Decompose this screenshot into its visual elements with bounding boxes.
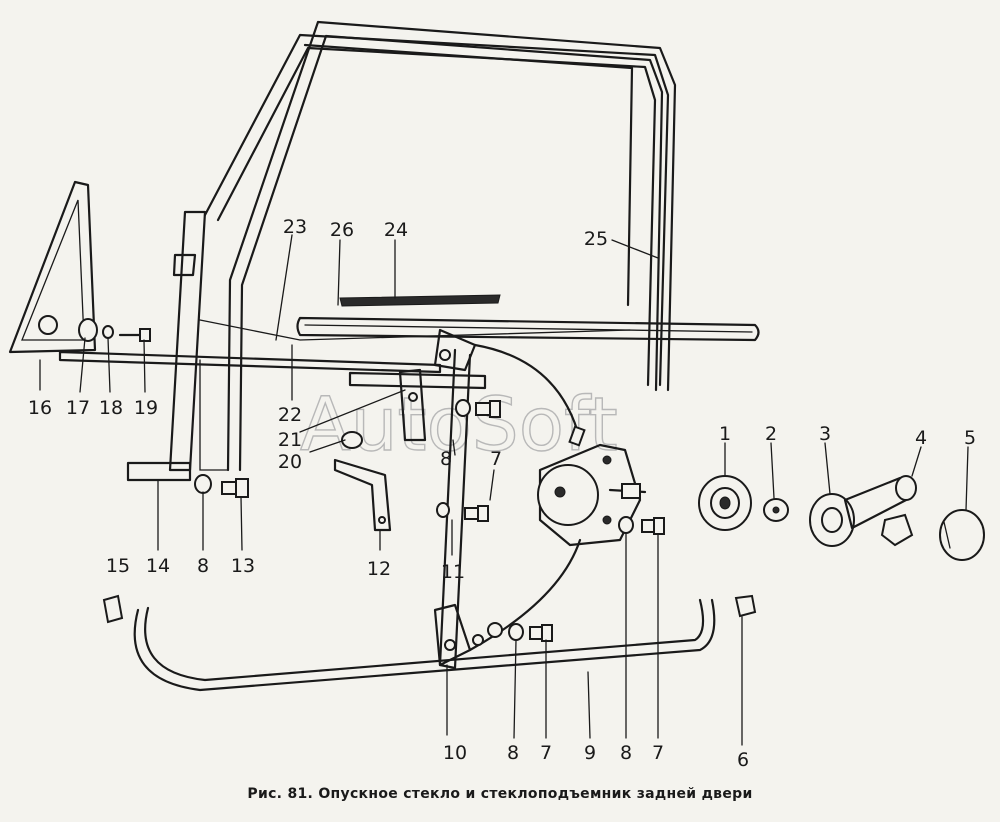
label-7a: 7 — [490, 448, 502, 470]
regulator-sleeve — [698, 475, 752, 531]
label-8c: 8 — [507, 742, 519, 764]
label-6: 6 — [737, 749, 749, 771]
leader-lines — [39, 234, 969, 746]
rail-fasteners — [436, 399, 501, 522]
clip-15 — [102, 594, 124, 624]
quarter-glass — [8, 180, 97, 354]
regulator-cable — [468, 343, 586, 652]
window-frame-seal — [199, 20, 677, 472]
part-labels: 1 2 3 4 5 6 7 7 7 8 8 8 8 9 10 11 12 13 … — [28, 216, 976, 771]
label-2: 2 — [765, 423, 777, 445]
handle-cap — [939, 509, 985, 561]
lower-door-seal — [133, 598, 716, 692]
clip-6 — [734, 594, 757, 618]
label-8b: 8 — [440, 448, 452, 470]
watermark-text: AutoSoft — [300, 382, 618, 468]
label-19: 19 — [134, 397, 158, 419]
label-16: 16 — [28, 397, 52, 419]
rear-guide-channel — [126, 210, 207, 482]
regulator-drive — [537, 443, 647, 547]
regulator-rail — [433, 328, 477, 670]
label-23: 23 — [283, 216, 307, 238]
label-14: 14 — [146, 555, 170, 577]
door-glass — [199, 294, 631, 341]
label-17: 17 — [66, 397, 90, 419]
spring-part — [763, 498, 789, 522]
window-crank-handle — [843, 475, 917, 547]
quarter-glass-fasteners — [78, 318, 151, 342]
label-4: 4 — [915, 427, 927, 449]
label-9: 9 — [584, 742, 596, 764]
label-22: 22 — [278, 404, 302, 426]
rubber-bumper — [341, 431, 363, 449]
label-10: 10 — [443, 742, 467, 764]
glass-lower-channel — [339, 294, 501, 307]
label-24: 24 — [384, 219, 408, 241]
figure-caption: Рис. 81. Опускное стекло и стеклоподъемн… — [247, 786, 753, 802]
label-7b: 7 — [540, 742, 552, 764]
label-21: 21 — [278, 429, 302, 451]
label-8a: 8 — [197, 555, 209, 577]
label-8d: 8 — [620, 742, 632, 764]
label-7c: 7 — [652, 742, 664, 764]
label-12: 12 — [367, 558, 391, 580]
drive-fasteners — [508, 516, 665, 642]
label-1: 1 — [719, 423, 731, 445]
handle-base — [809, 493, 855, 547]
label-11: 11 — [441, 561, 465, 583]
beltline-strip — [58, 316, 760, 374]
label-18: 18 — [99, 397, 123, 419]
mounting-bracket — [333, 458, 392, 532]
label-26: 26 — [330, 219, 354, 241]
lift-bracket — [348, 368, 487, 442]
label-15: 15 — [106, 555, 130, 577]
label-20: 20 — [278, 451, 302, 473]
label-13: 13 — [231, 555, 255, 577]
label-3: 3 — [819, 423, 831, 445]
label-5: 5 — [964, 427, 976, 449]
label-25: 25 — [584, 228, 608, 250]
